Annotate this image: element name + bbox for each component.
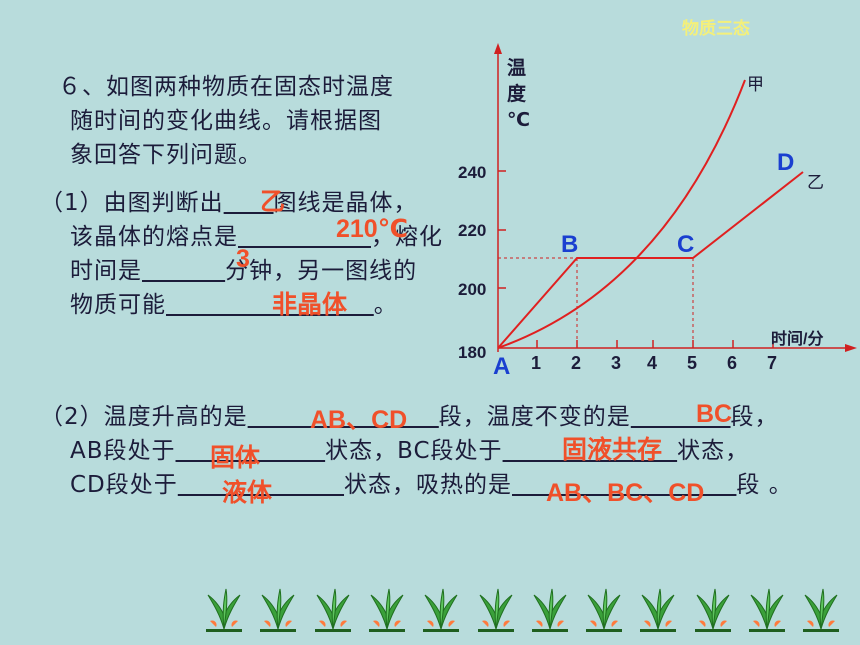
x-tick-7: 7 xyxy=(767,353,777,373)
question-title-line-2: 随时间的变化曲线。请根据图 xyxy=(70,108,382,134)
plant-icon xyxy=(803,588,840,632)
question-title-line-1: ６、如图两种物质在固态时温度 xyxy=(58,74,394,100)
plant-icon xyxy=(260,588,297,632)
point-c-label: C xyxy=(677,231,694,258)
x-tick-5: 5 xyxy=(687,353,697,373)
slide-tag: 物质三态 xyxy=(682,19,750,39)
answer-melting-time: 3 xyxy=(236,245,250,273)
plant-icon xyxy=(640,588,677,632)
plant-icon xyxy=(477,588,514,632)
plant-icon xyxy=(423,588,460,632)
plant-icon xyxy=(586,588,623,632)
plant-icon xyxy=(206,588,242,632)
part2-line-1: （2）温度升高的是 段，温度不变的是 段， xyxy=(40,400,779,434)
decorative-plants xyxy=(202,585,857,635)
curve-yi xyxy=(497,171,804,349)
y-label-3: ℃ xyxy=(507,110,530,131)
answer-ab-state: 固体 xyxy=(210,444,261,472)
blank xyxy=(142,258,225,284)
part1-text: 物质可能 xyxy=(70,292,166,318)
plant-icon xyxy=(368,588,405,632)
part1-text: 该晶体的熔点是 xyxy=(70,224,238,250)
x-axis-arrow xyxy=(845,344,857,352)
part2-text: 状态，吸热的是 xyxy=(344,472,513,498)
plant-icon xyxy=(314,588,351,632)
answer-constant-segment: BC xyxy=(696,400,733,428)
answer-crystal: 乙 xyxy=(260,188,286,216)
part2-line-3: CD段处于 状态，吸热的是 段 。 xyxy=(70,468,793,502)
answer-bc-state: 固液共存 xyxy=(562,436,663,464)
y-tick-240: 240 xyxy=(458,163,486,182)
part1-text: ，熔化 xyxy=(370,224,443,250)
part2-text: AB段处于 xyxy=(70,438,176,464)
y-axis-arrow xyxy=(494,43,502,54)
question-title-line-3: 象回答下列问题。 xyxy=(70,142,262,168)
curve-jia-label: 甲 xyxy=(747,75,764,94)
part1-line-4: 物质可能 。 xyxy=(70,288,398,322)
x-tick-1: 1 xyxy=(531,353,541,373)
y-tick-180: 180 xyxy=(458,343,486,362)
plant-icon xyxy=(531,588,568,632)
x-tick-6: 6 xyxy=(727,353,737,373)
part1-line-3: 时间是 分钟，另一图线的 xyxy=(70,254,417,288)
part2-text: CD段处于 xyxy=(70,472,178,498)
point-a-label: A xyxy=(493,353,510,380)
x-axis-label: 时间/分 xyxy=(771,329,823,348)
y-tick-220: 220 xyxy=(458,221,486,240)
part1-line-1: （1）由图判断出 图线是晶体， xyxy=(40,186,418,220)
plant-icon xyxy=(749,588,785,632)
y-tick-200: 200 xyxy=(458,280,486,299)
part1-text: 分钟，另一图线的 xyxy=(225,258,418,284)
point-d-label: D xyxy=(777,149,794,176)
part1-text: 时间是 xyxy=(70,258,142,284)
part2-text: 段 。 xyxy=(736,472,793,498)
part2-text: 段，温度不变的是 xyxy=(438,404,631,430)
answer-absorb-segments: AB、BC、CD xyxy=(546,479,705,507)
x-tick-4: 4 xyxy=(647,353,657,373)
curve-yi-label: 乙 xyxy=(807,173,824,192)
answer-cd-state: 液体 xyxy=(222,479,273,507)
temperature-time-graph: 温 度 ℃ 240 220 200 180 1 2 3 4 5 6 7 时间/分… xyxy=(458,43,857,380)
part2-line-2: AB段处于 状态，BC段处于 状态， xyxy=(70,434,749,468)
x-tick-2: 2 xyxy=(571,353,581,373)
y-label-1: 温 xyxy=(507,57,526,79)
plant-icon xyxy=(694,588,731,632)
part1-line-2: 该晶体的熔点是 ，熔化 xyxy=(70,220,443,254)
part2-text: 状态， xyxy=(677,438,750,464)
x-tick-3: 3 xyxy=(611,353,621,373)
part2-text: （2）温度升高的是 xyxy=(40,404,248,430)
answer-melting-point: 210℃ xyxy=(336,215,408,243)
part2-text: 状态，BC段处于 xyxy=(325,438,503,464)
y-label-2: 度 xyxy=(507,82,527,105)
point-b-label: B xyxy=(561,231,578,258)
part1-text: 图线是晶体， xyxy=(273,190,418,216)
answer-rising-segments: AB、CD xyxy=(310,406,408,434)
curve-jia xyxy=(497,79,746,349)
part2-text: 段， xyxy=(730,404,779,430)
part1-text: 。 xyxy=(373,292,398,318)
part1-text: （1）由图判断出 xyxy=(40,190,224,216)
answer-other-substance: 非晶体 xyxy=(272,291,348,319)
